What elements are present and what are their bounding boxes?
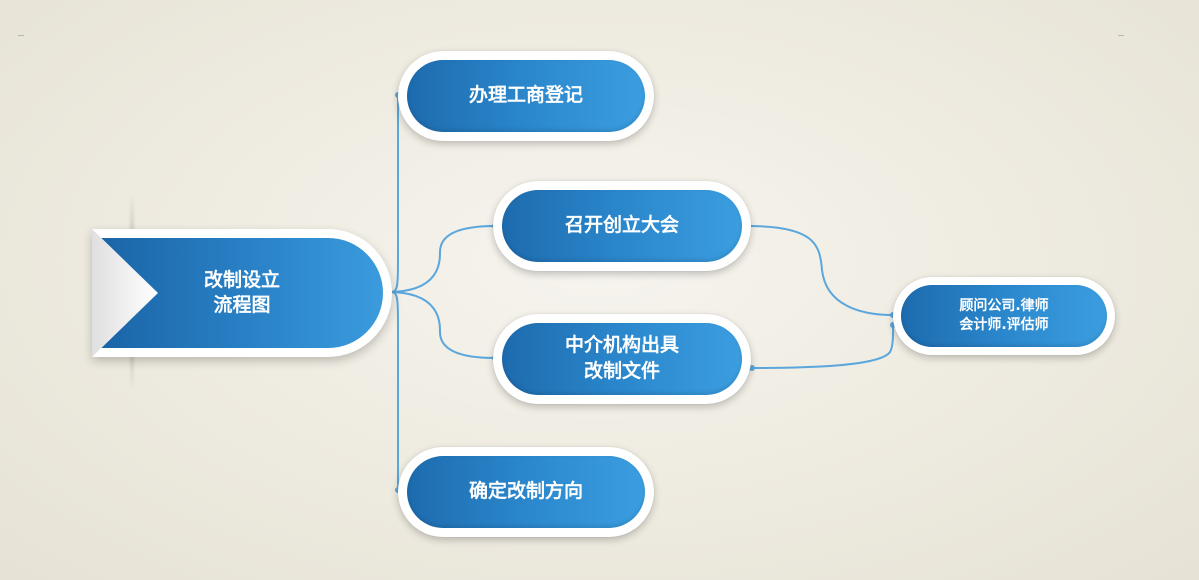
node-registration: 办理工商登记 [398, 51, 654, 141]
connector-founding-meeting-to-advisors [747, 225, 894, 316]
corner-mark-right [1118, 35, 1124, 36]
node-advisors-label: 顾问公司.律师 会计师.评估师 [901, 285, 1107, 347]
node-advisors: 顾问公司.律师 会计师.评估师 [893, 277, 1115, 355]
node-founding-meeting: 召开创立大会 [493, 181, 751, 271]
connector-dot-intermediary-docs-right [749, 365, 755, 371]
node-intermediary-docs-label: 中介机构出具 改制文件 [502, 323, 742, 395]
connector-center-to-intermediary-docs [387, 291, 496, 359]
node-founding-meeting-label: 召开创立大会 [502, 190, 742, 262]
connector-intermediary-docs-to-advisors [751, 324, 895, 369]
center-node-label: 改制设立 流程图 [203, 269, 280, 316]
node-registration-label: 办理工商登记 [407, 60, 645, 132]
center-node: 改制设立 流程图 [92, 194, 392, 390]
corner-mark-left [18, 35, 24, 36]
node-direction-label: 确定改制方向 [407, 456, 645, 528]
node-direction: 确定改制方向 [398, 447, 654, 537]
connector-center-to-founding-meeting [387, 225, 496, 293]
node-intermediary-docs: 中介机构出具 改制文件 [493, 314, 751, 404]
